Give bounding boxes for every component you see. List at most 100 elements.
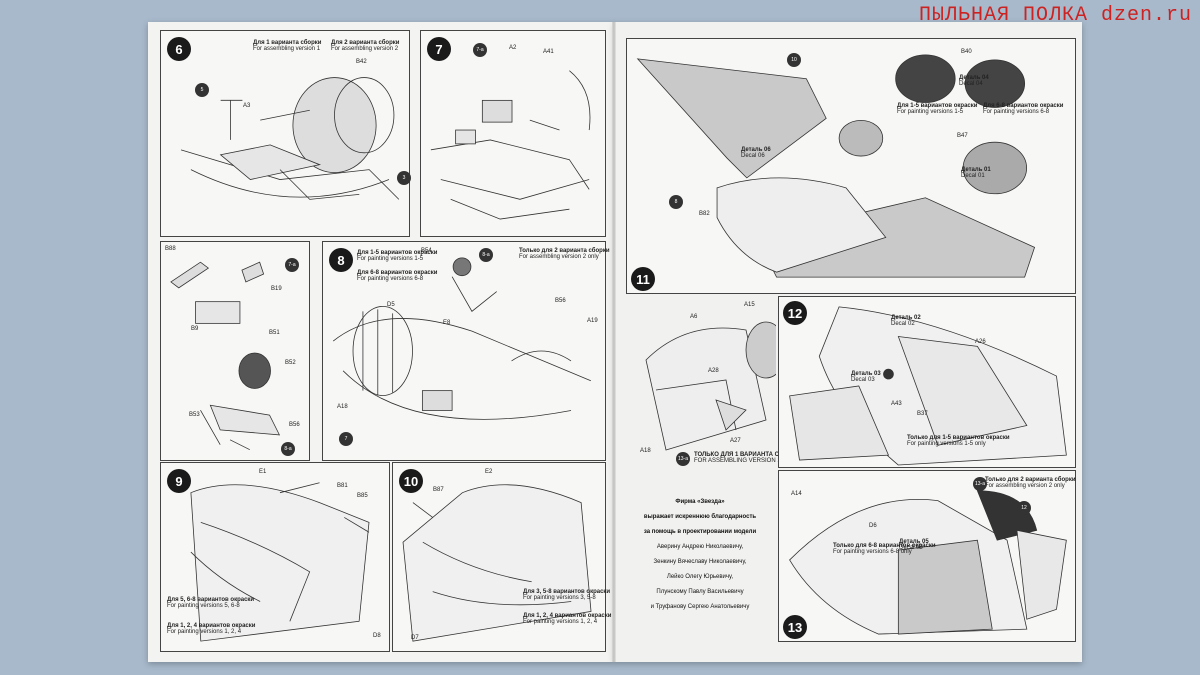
part-label: B53: [189, 412, 200, 418]
part-label: B47: [957, 133, 968, 139]
step-8-v15-en: For painting versions 1-5: [357, 256, 424, 262]
decal-01-en: Decal 01: [961, 173, 985, 179]
decal-05-ru: Деталь 05: [899, 539, 929, 545]
step-11-number: 11: [631, 267, 655, 291]
step-13-only68-en: For painting versions 6-8 only: [833, 549, 912, 555]
step-11-v15-en: For painting versions 1-5: [897, 109, 964, 115]
thanks-name: Лейко Олегу Юрьевичу,: [666, 574, 734, 580]
thanks-name: и Труфанову Сергею Анатольевичу: [650, 604, 750, 610]
decal-06-en: Decal 06: [741, 153, 765, 159]
decal-03-en: Decal 03: [851, 377, 875, 383]
step-marker: 7-a: [473, 43, 487, 57]
step-marker: 7: [339, 432, 353, 446]
thanks-name: Плунскому Павлу Васильевичу: [656, 589, 744, 595]
step-9-number: 9: [167, 469, 191, 493]
step-marker: 10: [787, 53, 801, 67]
thanks-head-3: за помощь в проектировании модели: [643, 529, 757, 535]
step-7-number: 7: [427, 37, 451, 61]
part-label: A19: [587, 318, 598, 324]
acknowledgement-block: Фирма «Звезда» выражает искреннюю благод…: [630, 495, 770, 615]
step-10-v368-en: For painting versions 3, 5-8: [523, 595, 596, 601]
step-10-v368-ru: Для 3, 5-8 вариантов окраски: [523, 589, 611, 595]
step-12-only15-ru: Только для 1-5 вариантов окраски: [907, 435, 1010, 441]
part-label: B9: [191, 326, 199, 332]
part-label: A18: [337, 404, 348, 410]
thanks-head-1: Фирма «Звезда»: [675, 499, 725, 505]
step-8a-marker: 8-a: [281, 442, 295, 456]
step-marker: 8: [669, 195, 683, 209]
step-9-v124-en: For painting versions 1, 2, 4: [167, 629, 242, 635]
part-label: A43: [891, 401, 902, 407]
step-6-v1-en: For assembling version 1: [253, 46, 321, 52]
step-13-drawing: [789, 490, 1067, 635]
part-label: A28: [708, 368, 719, 374]
thanks-name: Аверину Андрею Николаевичу,: [656, 544, 744, 550]
step-10-drawing: [402, 484, 592, 642]
step-9-drawing: [190, 482, 370, 642]
decal-03-ru: Деталь 03: [851, 371, 881, 377]
part-label: A6: [690, 314, 698, 320]
part-label: B19: [271, 286, 282, 292]
part-label: D5: [387, 302, 395, 308]
step-7a-marker: 7-a: [285, 258, 299, 272]
part-label: B40: [961, 49, 972, 55]
step-10-v124-ru: Для 1, 2, 4 вариантов окраски: [523, 613, 612, 619]
decal-01-ru: Деталь 01: [961, 167, 991, 173]
part-label: B82: [699, 211, 710, 217]
step-12a-drawing: [645, 321, 776, 451]
step-9-v124-ru: Для 1, 2, 4 вариантов окраски: [167, 623, 256, 629]
page-spine: [612, 22, 616, 662]
part-label: B54: [421, 248, 432, 254]
part-label: A3: [243, 103, 251, 109]
step-marker: 13-a: [973, 477, 987, 491]
part-label: E1: [259, 469, 267, 475]
thanks-name: Зенкину Вячеславу Николаевичу,: [653, 559, 747, 565]
step-marker: 12: [1017, 501, 1031, 515]
decal-02-ru: Деталь 02: [891, 315, 921, 321]
step-8-drawing: [332, 257, 591, 420]
part-label: B51: [269, 330, 280, 336]
part-label: A14: [791, 491, 802, 497]
step-11-v68-en: For painting versions 6-8: [983, 109, 1050, 115]
step-10-number: 10: [399, 469, 423, 493]
step-6-v1-ru: Для 1 варианта сборки: [253, 40, 322, 46]
part-label: D8: [373, 633, 381, 639]
part-label: A2: [509, 45, 517, 51]
step-8-v68-en: For painting versions 6-8: [357, 276, 424, 282]
step-12-only1-ru: ТОЛЬКО ДЛЯ 1 ВАРИАНТА СБОРКИ: [694, 452, 800, 458]
step-6-v2-ru: Для 2 варианта сборки: [331, 40, 400, 46]
step-12-number: 12: [783, 301, 807, 325]
part-label: B56: [555, 298, 566, 304]
part-label: E2: [485, 469, 493, 475]
step-13-number: 13: [783, 615, 807, 639]
part-label: A41: [543, 49, 554, 55]
part-label: B56: [289, 422, 300, 428]
step-13-only2-ru: Только для 2 варианта сборки: [985, 477, 1076, 483]
step-10-v124-en: For painting versions 1, 2, 4: [523, 619, 598, 625]
part-label: B87: [433, 487, 444, 493]
step-8-v68-ru: Для 6-8 вариантов окраски: [357, 270, 438, 276]
step-7-drawing: [430, 70, 591, 220]
decal-04-ru: Деталь 04: [959, 75, 989, 81]
part-label: A15: [744, 302, 755, 308]
step-12-drawing: [789, 306, 1067, 466]
